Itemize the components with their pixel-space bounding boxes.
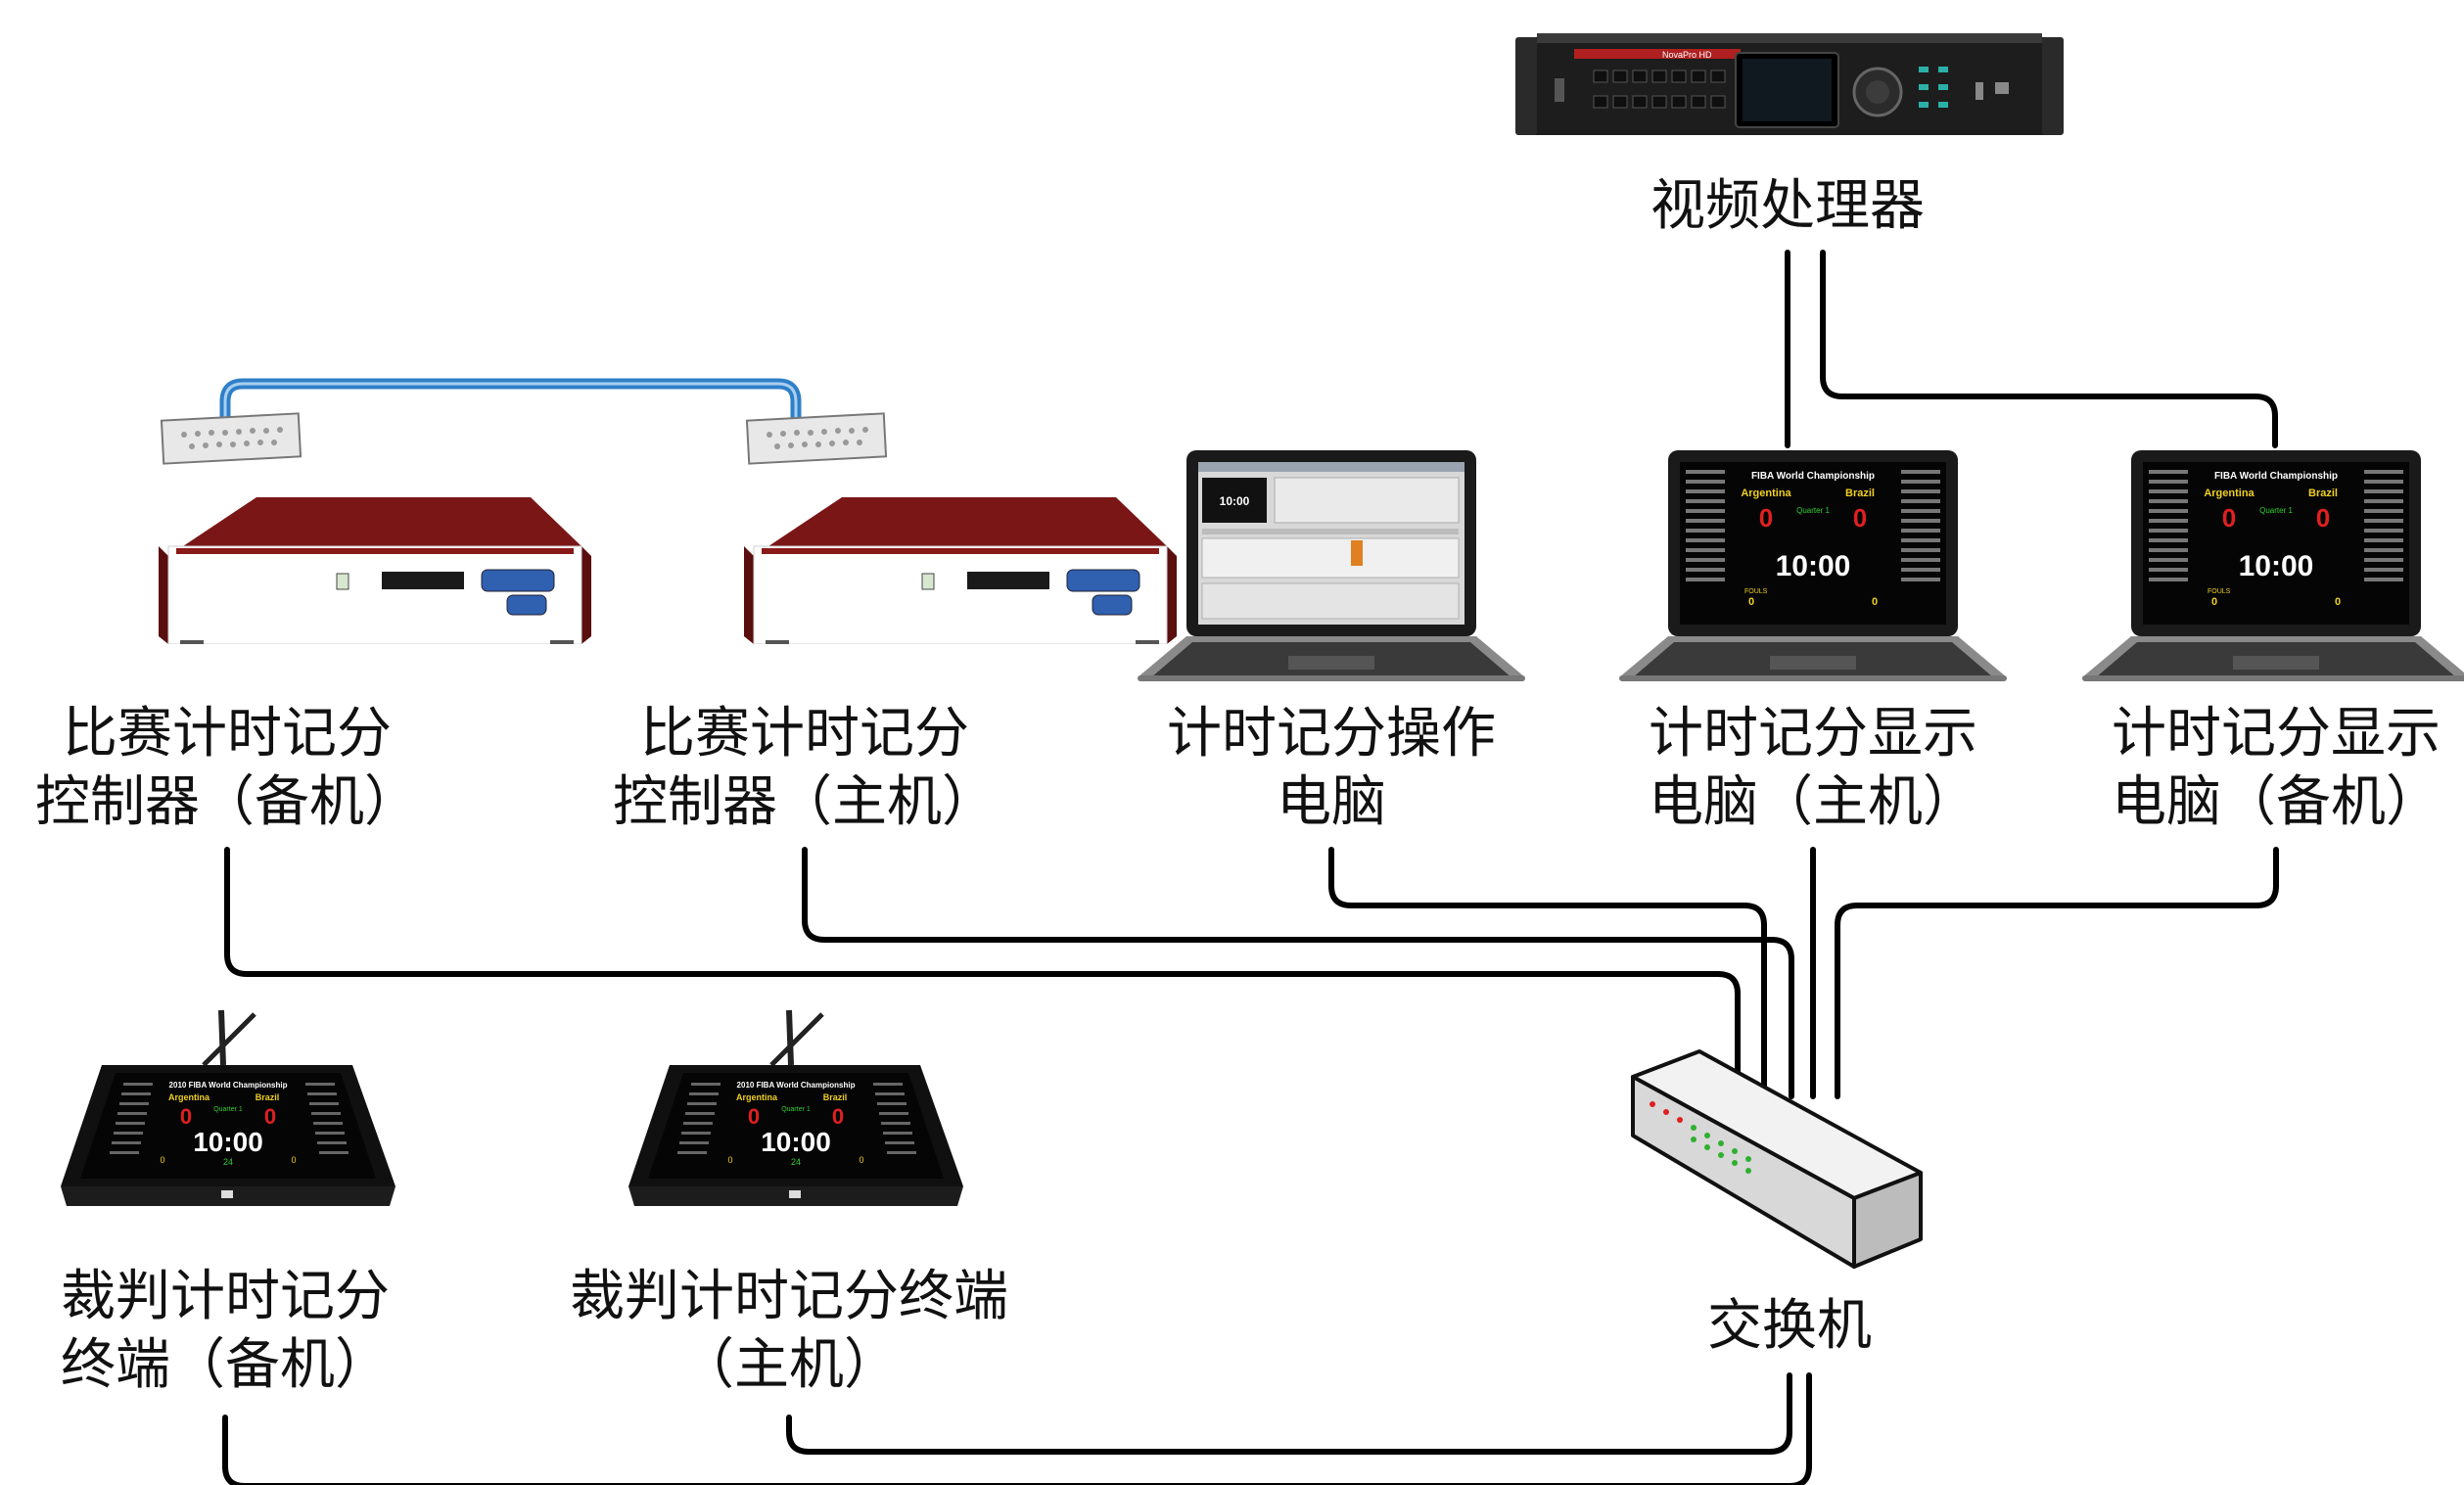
display-pc-main-device: FIBA World Championship Argentina Brazil… xyxy=(1619,446,2007,685)
display-backup-team-away: Brazil xyxy=(2308,487,2338,499)
operator-screen-clock: 10:00 xyxy=(1220,494,1250,508)
display-backup-laptop-icon: FIBA World Championship Argentina Brazil… xyxy=(2082,450,2464,681)
display-pc-main-label-line1: 计时记分显示 xyxy=(1649,702,1977,766)
controller-main-icon xyxy=(744,412,1177,646)
display-main-fouls-label: FOULS xyxy=(1744,588,1768,595)
display-main-score-home: 0 xyxy=(1759,503,1773,533)
terminal-backup-clock: 10:00 xyxy=(193,1127,263,1157)
referee-terminal-main-device: 2010 FIBA World Championship Argentina B… xyxy=(625,1004,967,1214)
controller-backup-label-line1: 比赛计时记分 xyxy=(63,702,392,766)
display-backup-title: FIBA World Championship xyxy=(2214,471,2338,482)
display-backup-team-home: Argentina xyxy=(2204,487,2255,499)
display-pc-backup-label-line2: 电脑（备机） xyxy=(2112,770,2441,834)
video-processor-label: 视频处理器 xyxy=(1650,174,1925,238)
controller-main-label-line1: 比赛计时记分 xyxy=(640,702,969,766)
wire-vp-display-backup xyxy=(1820,250,2278,448)
controller-backup-device xyxy=(159,409,591,648)
operator-pc-label: 计时记分操作 电脑 xyxy=(1167,700,1496,837)
display-backup-score-away: 0 xyxy=(2316,503,2330,533)
controller-main-label: 比赛计时记分 控制器（主机） xyxy=(613,700,997,837)
wire-terminal-main-switch xyxy=(786,1372,1792,1455)
controller-backup-icon xyxy=(159,412,591,646)
terminal-main-fouls-home: 0 xyxy=(727,1155,732,1165)
display-backup-score-home: 0 xyxy=(2222,503,2236,533)
display-backup-fouls-home: 0 xyxy=(2211,596,2217,608)
terminal-backup-fouls-home: 0 xyxy=(160,1155,164,1165)
display-backup-fouls-label: FOULS xyxy=(2208,588,2231,595)
display-main-fouls-away: 0 xyxy=(1872,596,1878,608)
display-main-score-away: 0 xyxy=(1853,503,1867,533)
display-main-clock: 10:00 xyxy=(1776,550,1851,582)
referee-terminal-backup-icon: 2010 FIBA World Championship Argentina B… xyxy=(61,1009,395,1206)
terminal-backup-score-away: 0 xyxy=(264,1104,276,1129)
terminal-backup-team-home: Argentina xyxy=(168,1092,210,1102)
display-main-laptop-icon: FIBA World Championship Argentina Brazil… xyxy=(1619,450,2007,681)
referee-terminal-main-label-line1: 裁判计时记分终端 xyxy=(570,1265,1008,1328)
display-backup-fouls-away: 0 xyxy=(2335,596,2341,608)
display-pc-backup-device: FIBA World Championship Argentina Brazil… xyxy=(2082,446,2464,685)
referee-terminal-main-label-line2: （主机） xyxy=(679,1333,899,1397)
controller-main-label-line2: 控制器（主机） xyxy=(613,770,997,834)
controller-main-device xyxy=(744,409,1177,648)
terminal-main-shot-clock: 24 xyxy=(791,1157,801,1167)
video-processor-brand: NovaPro HD xyxy=(1662,50,1712,60)
terminal-backup-team-away: Brazil xyxy=(256,1092,280,1102)
referee-terminal-main-icon: 2010 FIBA World Championship Argentina B… xyxy=(628,1009,963,1206)
controller-backup-label-line2: 控制器（备机） xyxy=(35,770,419,834)
referee-terminal-backup-label: 裁判计时记分 终端（备机） xyxy=(61,1263,390,1400)
operator-pc-label-line1: 计时记分操作 xyxy=(1167,702,1496,766)
controller-backup-label: 比赛计时记分 控制器（备机） xyxy=(35,700,419,837)
display-main-team-away: Brazil xyxy=(1845,487,1875,499)
display-main-title: FIBA World Championship xyxy=(1751,471,1875,482)
display-pc-main-label: 计时记分显示 电脑（主机） xyxy=(1649,700,1977,837)
terminal-main-fouls-away: 0 xyxy=(859,1155,863,1165)
terminal-backup-fouls-away: 0 xyxy=(291,1155,296,1165)
wire-display-backup-switch xyxy=(1835,847,2279,1099)
wire-controller-backup-switch xyxy=(224,847,1741,1099)
referee-terminal-backup-label-line2: 终端（备机） xyxy=(61,1333,390,1397)
switch-icon xyxy=(1631,1049,1923,1269)
video-processor-icon: NovaPro HD xyxy=(1515,33,2064,135)
terminal-main-team-away: Brazil xyxy=(823,1092,848,1102)
wire-operator-pc-switch xyxy=(1328,847,1767,1099)
display-backup-clock: 10:00 xyxy=(2239,550,2314,582)
display-main-team-home: Argentina xyxy=(1741,487,1791,499)
display-main-fouls-home: 0 xyxy=(1748,596,1754,608)
terminal-main-score-away: 0 xyxy=(832,1104,844,1129)
switch-label: 交换机 xyxy=(1707,1294,1872,1358)
display-pc-backup-label: 计时记分显示 电脑（备机） xyxy=(2112,700,2441,837)
referee-terminal-backup-label-line1: 裁判计时记分 xyxy=(61,1265,390,1328)
display-main-period: Quarter 1 xyxy=(1796,506,1830,515)
display-pc-backup-label-line1: 计时记分显示 xyxy=(2112,702,2441,766)
terminal-backup-shot-clock: 24 xyxy=(223,1157,233,1167)
terminal-backup-score-home: 0 xyxy=(180,1104,192,1129)
terminal-main-title: 2010 FIBA World Championship xyxy=(737,1081,856,1090)
display-pc-main-label-line2: 电脑（主机） xyxy=(1649,770,1977,834)
wire-terminal-backup-switch xyxy=(222,1372,1812,1485)
terminal-main-clock: 10:00 xyxy=(761,1127,831,1157)
referee-terminal-main-label: 裁判计时记分终端 （主机） xyxy=(570,1263,1008,1400)
display-backup-period: Quarter 1 xyxy=(2259,506,2293,515)
operator-pc-label-line2: 电脑 xyxy=(1277,770,1386,834)
wire-controller-main-switch xyxy=(802,847,1794,1099)
operator-pc-device: 10:00 xyxy=(1138,446,1525,685)
terminal-backup-period: Quarter 1 xyxy=(213,1106,243,1113)
terminal-backup-title: 2010 FIBA World Championship xyxy=(169,1081,288,1090)
referee-terminal-backup-device: 2010 FIBA World Championship Argentina B… xyxy=(57,1004,399,1214)
operator-laptop-icon: 10:00 xyxy=(1138,450,1525,681)
terminal-main-score-home: 0 xyxy=(748,1104,760,1129)
terminal-main-team-home: Argentina xyxy=(736,1092,778,1102)
terminal-main-period: Quarter 1 xyxy=(781,1106,811,1113)
